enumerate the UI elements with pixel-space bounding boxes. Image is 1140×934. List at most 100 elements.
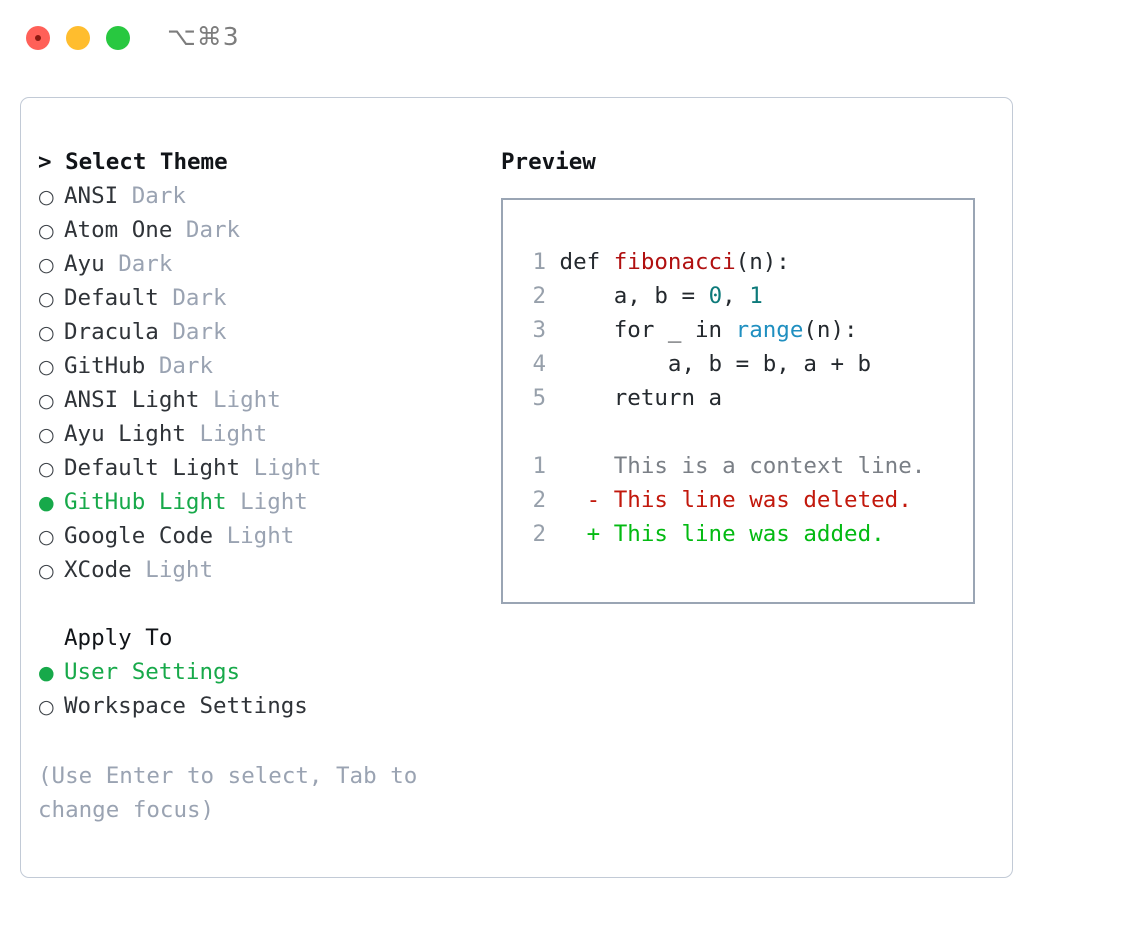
- theme-option-github-light[interactable]: ● GitHub Light Light: [38, 485, 478, 519]
- help-hint: (Use Enter to select, Tab to change focu…: [38, 759, 438, 827]
- diff-line-ctx: 1 This is a context line.: [522, 449, 962, 483]
- theme-variant-badge: Light: [213, 387, 281, 413]
- diff-line-number: 2: [532, 521, 546, 547]
- theme-variant-badge: Dark: [131, 183, 186, 209]
- apply-to-option-label: User Settings: [64, 659, 241, 685]
- radio-unselected-icon: ○: [38, 458, 61, 480]
- diff-line-add: 2 + This line was added.: [522, 517, 962, 551]
- code-line: 5 return a: [522, 381, 962, 415]
- help-hint-line-1: (Use Enter to select, Tab to: [38, 763, 418, 789]
- theme-option-label: GitHub Light: [64, 489, 241, 515]
- radio-unselected-icon: ○: [38, 390, 61, 412]
- diff-line-number: 1: [532, 453, 546, 479]
- apply-to-option-workspace-settings[interactable]: ○ Workspace Settings: [38, 689, 478, 723]
- theme-variant-badge: Light: [199, 421, 268, 447]
- theme-option-ayu-light[interactable]: ○ Ayu Light Light: [38, 417, 478, 451]
- diff-line-number: 2: [532, 487, 546, 513]
- theme-option-ansi-light[interactable]: ○ ANSI Light Light: [38, 383, 478, 417]
- radio-selected-icon: ●: [38, 492, 61, 514]
- theme-option-label: Ayu Light: [64, 421, 200, 447]
- radio-unselected-icon: ○: [38, 526, 61, 548]
- theme-variant-badge: Light: [226, 523, 295, 549]
- diff-sample: 1 This is a context line. 2 - This line w…: [522, 449, 962, 551]
- code-token-num: 1: [749, 283, 763, 309]
- theme-option-label: XCode: [64, 557, 146, 583]
- theme-selector-column: > Select Theme ○ ANSI Dark○ Atom One Dar…: [38, 145, 478, 827]
- select-theme-header: > Select Theme: [38, 149, 228, 175]
- theme-option-label: Default: [64, 285, 173, 311]
- content-panel: > Select Theme ○ ANSI Dark○ Atom One Dar…: [20, 97, 1013, 878]
- code-token-num: 0: [708, 283, 723, 309]
- theme-variant-badge: Dark: [172, 319, 227, 345]
- code-line: 2 a, b = 0, 1: [522, 279, 962, 313]
- theme-option-label: Atom One: [64, 217, 186, 243]
- theme-option-label: ANSI Light: [64, 387, 214, 413]
- theme-option-default-light[interactable]: ○ Default Light Light: [38, 451, 478, 485]
- theme-option-google-code[interactable]: ○ Google Code Light: [38, 519, 478, 553]
- theme-option-ayu[interactable]: ○ Ayu Dark: [38, 247, 478, 281]
- code-token-fn: fibonacci: [613, 249, 736, 275]
- code-token-plain: a, b = b, a + b: [559, 351, 872, 377]
- code-token-plain: a, b =: [559, 283, 709, 309]
- theme-variant-badge: Dark: [158, 353, 214, 379]
- theme-variant-badge: Light: [145, 557, 214, 583]
- radio-unselected-icon: ○: [38, 322, 61, 344]
- code-line-number: 2: [532, 283, 546, 309]
- theme-option-default[interactable]: ○ Default Dark: [38, 281, 478, 315]
- theme-option-xcode[interactable]: ○ XCode Light: [38, 553, 478, 587]
- keyboard-shortcut-label: ⌥⌘3: [167, 22, 240, 51]
- theme-variant-badge: Light: [240, 489, 308, 515]
- radio-unselected-icon: ○: [38, 288, 61, 310]
- minimize-window-button[interactable]: [66, 26, 90, 50]
- radio-selected-icon: ●: [38, 662, 61, 684]
- theme-option-label: Ayu: [64, 251, 119, 277]
- radio-unselected-icon: ○: [38, 696, 61, 718]
- code-line: 4 a, b = b, a + b: [522, 347, 962, 381]
- theme-option-atom-one[interactable]: ○ Atom One Dark: [38, 213, 478, 247]
- preview-column: Preview 1 def fibonacci (n): 2 a, b = 0, 1…: [501, 145, 991, 604]
- theme-variant-badge: Dark: [185, 217, 241, 243]
- theme-option-label: Dracula: [64, 319, 173, 345]
- theme-option-label: GitHub: [64, 353, 159, 379]
- diff-line-text: + This line was added.: [586, 521, 885, 547]
- code-line: 3 for _ in range(n):: [522, 313, 962, 347]
- radio-unselected-icon: ○: [38, 186, 61, 208]
- radio-unselected-icon: ○: [38, 424, 61, 446]
- preview-title: Preview: [501, 149, 596, 175]
- diff-line-text: - This line was deleted.: [586, 487, 912, 513]
- apply-to-section: Apply To ● User Settings○ Workspace Sett…: [38, 621, 478, 723]
- theme-option-ansi[interactable]: ○ ANSI Dark: [38, 179, 478, 213]
- apply-to-header-label: Apply To: [64, 625, 173, 651]
- diff-line-text: This is a context line.: [586, 453, 926, 479]
- theme-variant-badge: Dark: [172, 285, 227, 311]
- theme-option-label: Google Code: [64, 523, 227, 549]
- apply-to-option-label: Workspace Settings: [64, 693, 308, 719]
- help-hint-line-2: change focus): [38, 797, 215, 823]
- radio-unselected-icon: ○: [38, 356, 61, 378]
- maximize-window-button[interactable]: [106, 26, 130, 50]
- radio-unselected-icon: ○: [38, 220, 61, 242]
- theme-list: ○ ANSI Dark○ Atom One Dark○ Ayu Dark○ De…: [38, 179, 478, 587]
- code-token-plain: (n):: [803, 317, 858, 343]
- theme-variant-badge: Light: [253, 455, 322, 481]
- title-bar: ⌥⌘3: [0, 0, 1140, 77]
- apply-to-indent: [38, 621, 64, 655]
- code-line-number: 1: [532, 249, 546, 275]
- theme-option-label: Default Light: [64, 455, 254, 481]
- apply-to-option-user-settings[interactable]: ● User Settings: [38, 655, 478, 689]
- code-line-number: 3: [532, 317, 546, 343]
- code-token-call: range: [735, 317, 804, 343]
- close-window-button[interactable]: [26, 26, 50, 50]
- theme-option-github[interactable]: ○ GitHub Dark: [38, 349, 478, 383]
- code-token-plain: def: [559, 249, 614, 275]
- apply-to-header: Apply To: [38, 621, 478, 655]
- theme-option-dracula[interactable]: ○ Dracula Dark: [38, 315, 478, 349]
- apply-to-list: ● User Settings○ Workspace Settings: [38, 655, 478, 723]
- code-diff-spacer: [522, 415, 962, 449]
- radio-unselected-icon: ○: [38, 560, 61, 582]
- code-token-plain: for _ in: [559, 317, 736, 343]
